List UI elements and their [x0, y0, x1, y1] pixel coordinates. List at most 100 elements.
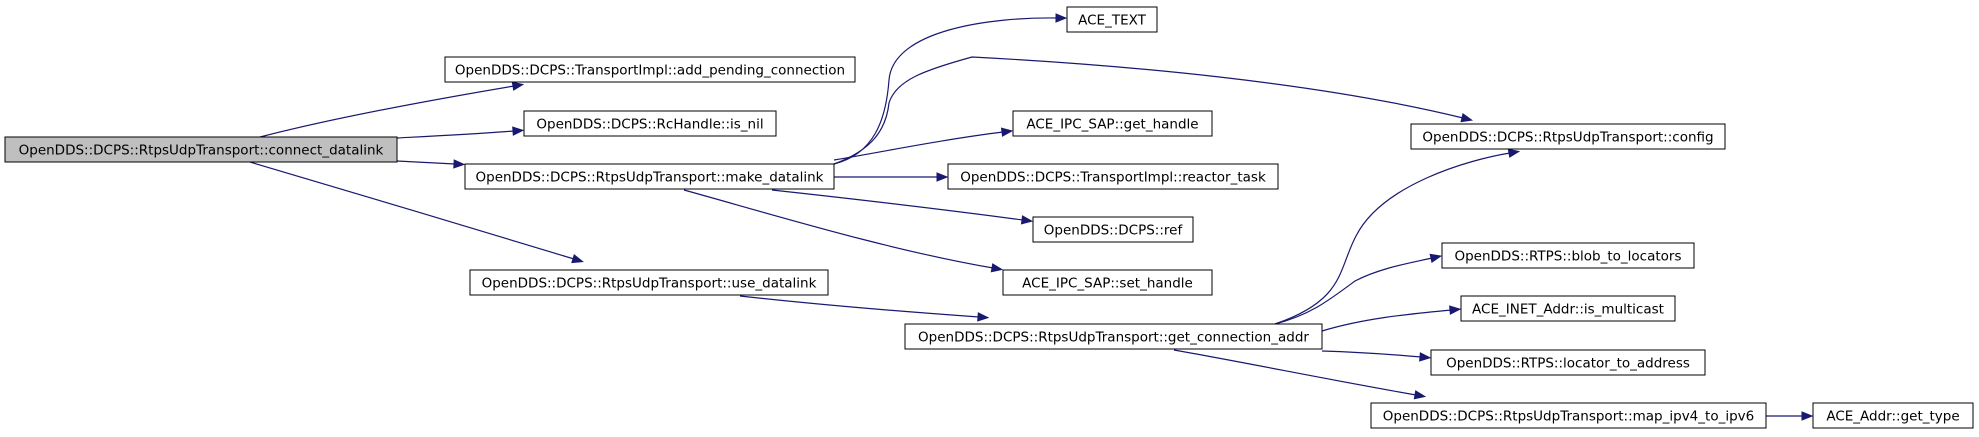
edge-make-datalink-to-get-handle: [833, 127, 1014, 161]
arrowhead-icon: [1460, 113, 1474, 123]
edge-connect-datalink-to-use-datalink: [249, 161, 584, 264]
node-box: [1430, 349, 1706, 376]
node-label: OpenDDS::DCPS::RtpsUdpTransport::get_con…: [918, 330, 1309, 346]
node-label: OpenDDS::RTPS::blob_to_locators: [1454, 249, 1681, 265]
node-label: OpenDDS::RTPS::locator_to_address: [1446, 356, 1690, 372]
node-label: OpenDDS::DCPS::RtpsUdpTransport::make_da…: [476, 170, 824, 186]
node-label: OpenDDS::DCPS::TransportImpl::add_pendin…: [455, 63, 845, 79]
edge-line: [683, 189, 994, 269]
edge-get-connection-addr-to-map-ipv4-to-ipv6: [1173, 349, 1427, 400]
node-box: [1012, 110, 1213, 137]
node-label: ACE_TEXT: [1078, 13, 1146, 29]
edge-line: [249, 161, 575, 260]
arrowhead-icon: [990, 263, 1004, 273]
node-box: [1066, 6, 1158, 33]
edge-line: [833, 131, 1004, 161]
node-box: [1460, 295, 1676, 322]
node-make-datalink[interactable]: OpenDDS::DCPS::RtpsUdpTransport::make_da…: [464, 163, 835, 190]
arrowhead-icon: [511, 81, 525, 91]
node-get-handle[interactable]: ACE_IPC_SAP::get_handle: [1012, 110, 1213, 137]
node-box: [523, 110, 777, 137]
node-is-nil[interactable]: OpenDDS::DCPS::RcHandle::is_nil: [523, 110, 777, 137]
node-ace-text[interactable]: ACE_TEXT: [1066, 6, 1158, 33]
node-box: [4, 136, 398, 163]
nodes-layer: OpenDDS::DCPS::RtpsUdpTransport::connect…: [4, 6, 1974, 429]
node-box: [464, 163, 835, 190]
edge-line: [833, 17, 1058, 165]
node-is-multicast[interactable]: ACE_INET_Addr::is_multicast: [1460, 295, 1676, 322]
edge-make-datalink-to-config: [833, 56, 1474, 165]
node-label: OpenDDS::DCPS::ref: [1044, 223, 1184, 239]
node-use-datalink[interactable]: OpenDDS::DCPS::RtpsUdpTransport::use_dat…: [469, 269, 829, 296]
node-box: [444, 56, 856, 83]
arrowhead-icon: [1507, 148, 1521, 158]
node-label: OpenDDS::DCPS::RtpsUdpTransport::config: [1422, 130, 1713, 146]
node-reactor-task[interactable]: OpenDDS::DCPS::TransportImpl::reactor_ta…: [947, 163, 1279, 190]
edge-connect-datalink-to-make-datalink: [396, 159, 466, 169]
arrowhead-icon: [1413, 390, 1427, 400]
node-blob-to-locators[interactable]: OpenDDS::RTPS::blob_to_locators: [1441, 242, 1695, 269]
node-box: [469, 269, 829, 296]
node-locator-to-address[interactable]: OpenDDS::RTPS::locator_to_address: [1430, 349, 1706, 376]
node-label: ACE_IPC_SAP::get_handle: [1026, 117, 1198, 133]
node-config[interactable]: OpenDDS::DCPS::RtpsUdpTransport::config: [1410, 123, 1726, 150]
arrowhead-icon: [453, 159, 466, 169]
edge-connect-datalink-to-is-nil: [396, 126, 525, 139]
arrowhead-icon: [977, 312, 990, 322]
node-get-type[interactable]: ACE_Addr::get_type: [1812, 402, 1974, 429]
arrowhead-icon: [936, 172, 949, 182]
edge-line: [833, 56, 1464, 165]
edge-make-datalink-to-ref: [771, 189, 1034, 225]
node-box: [1370, 402, 1767, 429]
edge-line: [771, 189, 1024, 221]
edge-make-datalink-to-ace-text: [833, 13, 1068, 165]
edge-line: [1321, 309, 1452, 332]
node-label: ACE_Addr::get_type: [1826, 409, 1959, 425]
edge-line: [259, 85, 515, 138]
node-add-pending-connection[interactable]: OpenDDS::DCPS::TransportImpl::add_pendin…: [444, 56, 856, 83]
edge-line: [396, 130, 515, 139]
edge-get-connection-addr-to-locator-to-address: [1321, 350, 1432, 362]
node-label: OpenDDS::DCPS::TransportImpl::reactor_ta…: [960, 170, 1266, 186]
arrowhead-icon: [1419, 352, 1432, 362]
edge-connect-datalink-to-add-pending-connection: [259, 81, 525, 138]
edge-get-connection-addr-to-config: [1274, 148, 1521, 325]
edge-line: [396, 160, 456, 165]
node-set-handle[interactable]: ACE_IPC_SAP::set_handle: [1002, 269, 1213, 296]
node-map-ipv4-to-ipv6[interactable]: OpenDDS::DCPS::RtpsUdpTransport::map_ipv…: [1370, 402, 1767, 429]
edge-line: [1274, 257, 1433, 325]
node-box: [1441, 242, 1695, 269]
edge-make-datalink-to-set-handle: [683, 189, 1004, 273]
arrowhead-icon: [512, 126, 525, 136]
edge-line: [1173, 349, 1417, 396]
edge-line: [1274, 152, 1511, 325]
node-ref[interactable]: OpenDDS::DCPS::ref: [1032, 216, 1194, 243]
arrowhead-icon: [571, 254, 584, 264]
node-connect-datalink[interactable]: OpenDDS::DCPS::RtpsUdpTransport::connect…: [4, 136, 398, 163]
arrowhead-icon: [1000, 127, 1014, 137]
node-label: OpenDDS::DCPS::RtpsUdpTransport::use_dat…: [482, 276, 817, 292]
node-box: [904, 323, 1323, 350]
node-box: [947, 163, 1279, 190]
arrowhead-icon: [1801, 411, 1814, 421]
node-get-connection-addr[interactable]: OpenDDS::DCPS::RtpsUdpTransport::get_con…: [904, 323, 1323, 350]
node-label: OpenDDS::DCPS::RtpsUdpTransport::connect…: [19, 143, 384, 159]
arrowhead-icon: [1020, 215, 1034, 225]
node-label: OpenDDS::DCPS::RtpsUdpTransport::map_ipv…: [1383, 409, 1754, 425]
node-box: [1410, 123, 1726, 150]
node-box: [1002, 269, 1213, 296]
node-box: [1032, 216, 1194, 243]
arrowhead-icon: [1055, 13, 1068, 23]
edge-map-ipv4-to-ipv6-to-get-type: [1766, 411, 1814, 421]
edge-get-connection-addr-to-blob-to-locators: [1274, 253, 1443, 325]
edge-use-datalink-to-get-connection-addr: [739, 295, 990, 322]
node-label: ACE_IPC_SAP::set_handle: [1022, 276, 1193, 292]
edge-make-datalink-to-reactor-task: [834, 172, 949, 182]
node-box: [1812, 402, 1974, 429]
edge-line: [1321, 350, 1422, 358]
node-label: ACE_INET_Addr::is_multicast: [1472, 302, 1664, 318]
edges-layer: [249, 13, 1814, 421]
node-label: OpenDDS::DCPS::RcHandle::is_nil: [536, 117, 763, 133]
arrowhead-icon: [1449, 305, 1462, 315]
